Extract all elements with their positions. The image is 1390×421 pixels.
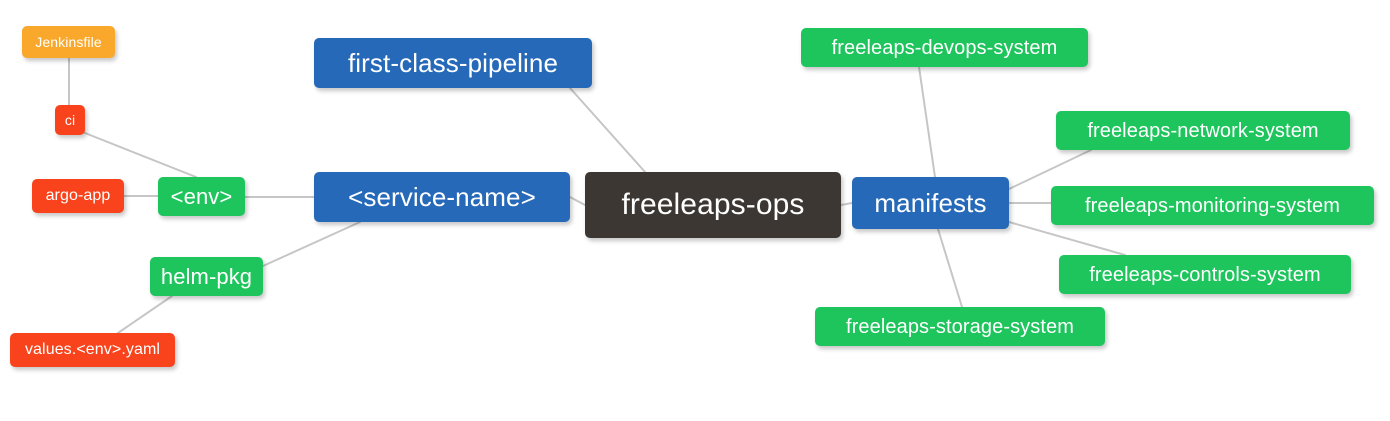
node-label: freeleaps-ops [621,188,805,221]
mindmap-node-helm-pkg[interactable]: helm-pkg [150,257,263,296]
node-label: freeleaps-controls-system [1089,263,1321,286]
mindmap-node-ci[interactable]: ci [55,105,85,135]
mindmap-node-service-name[interactable]: <service-name> [314,172,570,222]
edge-helm-pkg-to-values-env-yaml [117,295,173,334]
edge-freeleaps-ops-to-service-name [569,196,586,206]
node-label: freeleaps-storage-system [845,315,1075,338]
node-label: freeleaps-network-system [1087,119,1319,142]
edge-manifests-to-freeleaps-storage-system [937,228,963,308]
node-label: <env> [170,183,233,209]
edge-manifests-to-freeleaps-devops-system [918,66,936,178]
node-label: freeleaps-monitoring-system [1084,194,1340,217]
edge-env-to-ci [84,132,197,178]
node-label: freeleaps-devops-system [831,36,1058,59]
edge-manifests-to-freeleaps-network-system [1008,149,1092,190]
mindmap-node-freeleaps-network-system[interactable]: freeleaps-network-system [1056,111,1350,150]
node-label: first-class-pipeline [347,48,559,78]
mindmap-node-freeleaps-storage-system[interactable]: freeleaps-storage-system [815,307,1105,346]
edge-freeleaps-ops-to-manifests [840,202,853,206]
edge-freeleaps-ops-to-first-class-pipeline [569,87,646,173]
edge-service-name-to-helm-pkg [262,221,361,267]
node-label: argo-app [45,187,111,204]
mindmap-node-argo-app[interactable]: argo-app [32,179,124,213]
mindmap-node-freeleaps-devops-system[interactable]: freeleaps-devops-system [801,28,1088,67]
mindmap-node-env[interactable]: <env> [158,177,245,216]
node-label: <service-name> [348,182,536,212]
mindmap-node-freeleaps-monitoring-system[interactable]: freeleaps-monitoring-system [1051,186,1374,225]
mindmap-node-freeleaps-ops[interactable]: freeleaps-ops [585,172,841,238]
mindmap-node-first-class-pipeline[interactable]: first-class-pipeline [314,38,592,88]
mindmap-node-manifests[interactable]: manifests [852,177,1009,229]
node-label: values.<env>.yaml [24,341,161,358]
node-label: manifests [874,188,987,218]
mindmap-node-freeleaps-controls-system[interactable]: freeleaps-controls-system [1059,255,1351,294]
mindmap-node-jenkinsfile[interactable]: Jenkinsfile [22,26,115,58]
edge-manifests-to-freeleaps-controls-system [1008,221,1126,256]
node-label: Jenkinsfile [35,34,102,50]
node-label: helm-pkg [160,263,253,289]
mindmap-node-values-env-yaml[interactable]: values.<env>.yaml [10,333,175,367]
node-label: ci [64,112,76,128]
